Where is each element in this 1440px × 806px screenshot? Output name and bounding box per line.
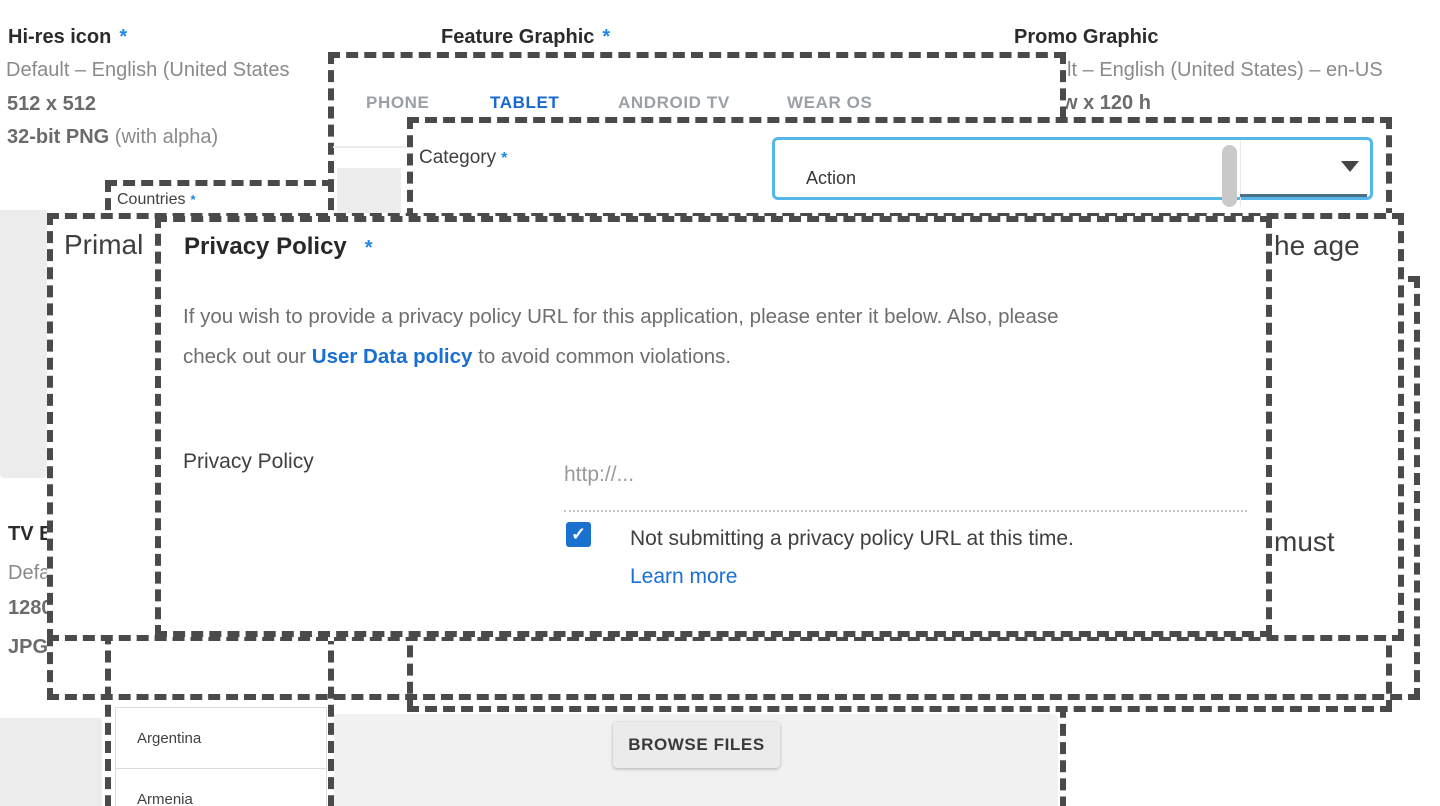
feature-graphic-heading: Feature Graphic *	[441, 26, 610, 49]
tab-wear-os[interactable]: WEAR OS	[787, 93, 873, 112]
category-field-label: Category*	[419, 147, 507, 169]
user-data-policy-link[interactable]: User Data policy	[311, 345, 473, 368]
tv-banner-heading-fragment: TV B	[8, 523, 54, 545]
country-list: Argentina Armenia	[115, 707, 327, 806]
category-label: Category	[419, 147, 497, 168]
privacy-policy-title-row: Privacy Policy *	[184, 233, 373, 261]
hi-res-icon-dimensions: 512 x 512	[7, 93, 96, 115]
browse-files-button[interactable]: BROWSE FILES	[613, 722, 780, 768]
privacy-url-input[interactable]: http://...	[564, 463, 635, 486]
occluded-text-fragment-top-right: he age	[1274, 230, 1360, 261]
tv-banner-format-fragment: JPG	[8, 636, 49, 658]
input-underline	[564, 496, 1247, 512]
privacy-url-field-label: Privacy Policy	[183, 450, 314, 473]
hi-res-icon-format: 32-bit PNG (with alpha)	[7, 126, 218, 149]
select-focus-underline	[1240, 194, 1367, 197]
category-selected-option[interactable]: Action	[806, 168, 857, 188]
occluded-text-fragment-mid-right: must	[1274, 526, 1335, 557]
hi-res-icon-heading: Hi-res icon *	[8, 26, 127, 49]
privacy-description-line2: check out our User Data policy to avoid …	[183, 345, 731, 369]
promo-graphic-dimensions-fragment: w x 120 h	[1062, 92, 1151, 114]
format-bold: 32-bit PNG	[7, 126, 110, 148]
countries-label: Countries	[117, 191, 186, 208]
checkbox-label: Not submitting a privacy policy URL at t…	[630, 527, 1074, 550]
no-privacy-url-checkbox[interactable]: ✓	[566, 522, 591, 547]
tv-banner-upload-placeholder	[0, 718, 102, 806]
category-select[interactable]	[772, 137, 1373, 200]
required-star-icon: *	[364, 237, 373, 259]
promo-graphic-heading: Promo Graphic	[1014, 26, 1159, 48]
hi-res-icon-locale: Default – English (United States	[6, 59, 290, 81]
description-post: to avoid common violations.	[472, 345, 732, 368]
required-star-icon: *	[190, 192, 196, 207]
scrollbar-track	[1240, 141, 1241, 207]
tab-tablet[interactable]: TABLET	[490, 93, 560, 112]
tv-banner-dimensions-fragment: 1280	[8, 597, 53, 619]
tab-android-tv[interactable]: ANDROID TV	[618, 93, 730, 112]
caret-down-icon[interactable]	[1341, 161, 1359, 172]
tv-banner-locale-fragment: Defa	[8, 562, 51, 584]
tab-phone[interactable]: PHONE	[366, 93, 430, 112]
privacy-policy-title: Privacy Policy	[184, 233, 347, 260]
left-image-placeholder	[0, 210, 47, 478]
promo-graphic-locale-fragment: lt – English (United States) – en-US	[1067, 59, 1383, 81]
list-item-armenia[interactable]: Armenia	[116, 769, 326, 806]
privacy-policy-panel	[155, 216, 1272, 637]
description-pre: check out our	[183, 345, 312, 368]
check-icon: ✓	[570, 524, 587, 544]
list-item-argentina[interactable]: Argentina	[116, 708, 326, 769]
hi-res-icon-label: Hi-res icon	[8, 26, 112, 48]
screenshot-thumbnail-placeholder	[337, 168, 401, 213]
countries-field-label: Countries *	[117, 191, 196, 209]
scrollbar-thumb[interactable]	[1222, 145, 1237, 207]
format-note: (with alpha)	[109, 126, 219, 148]
learn-more-link[interactable]: Learn more	[630, 565, 738, 588]
required-star-icon: *	[602, 26, 611, 48]
occluded-text-fragment-left: Primal	[64, 229, 144, 260]
required-star-icon: *	[501, 150, 508, 167]
required-star-icon: *	[119, 26, 128, 48]
privacy-description-line1: If you wish to provide a privacy policy …	[183, 305, 1059, 328]
divider	[333, 146, 406, 148]
feature-graphic-label: Feature Graphic	[441, 26, 595, 48]
